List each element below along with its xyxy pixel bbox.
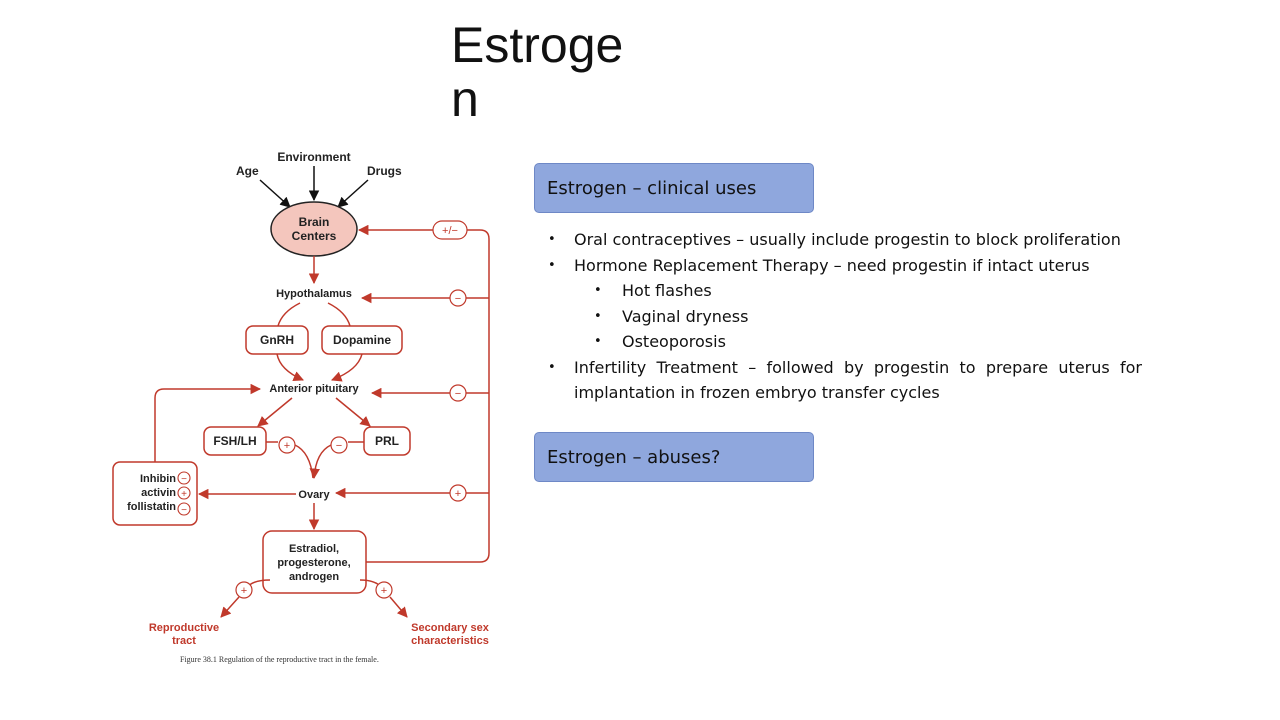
gnrh-to-pituitary-curve [276, 353, 304, 382]
reproductive-tract-label-1: Reproductive [149, 622, 219, 634]
fshlh-to-ovary-curve [294, 444, 314, 479]
fshlh-node [203, 426, 267, 456]
drugs-arrow [337, 179, 369, 208]
list-item: Hot flashes [548, 278, 1168, 304]
inhibin-minus-sign [177, 471, 191, 485]
slide-title: Estrogen [451, 17, 624, 127]
prl-minus-text: − [336, 440, 342, 452]
gnrh-label: GnRH [260, 333, 294, 347]
inhibin-to-pituitary-arrow [154, 383, 262, 462]
figure-caption: Figure 38.1 Regulation of the reproducti… [180, 655, 379, 664]
drugs-label: Drugs [367, 164, 402, 178]
hypothalamus-label: Hypothalamus [276, 288, 352, 300]
secondary-plus-text: + [381, 585, 387, 597]
brain-centers-label-1: Brain [299, 215, 330, 229]
androgen-label: androgen [289, 571, 339, 583]
inhibin-label: Inhibin [140, 473, 176, 485]
feedback-loop-line [366, 229, 490, 563]
fshlh-plus-text: + [284, 440, 290, 452]
list-item: Infertility Treatment – followed by prog… [548, 355, 1142, 406]
prl-to-ovary-curve [309, 444, 332, 480]
prl-node [363, 426, 411, 456]
brain-centers-label-2: Centers [292, 229, 337, 243]
follistatin-label: follistatin [127, 501, 176, 513]
ovary-label: Ovary [298, 489, 330, 501]
hypothalamus-minus-text: − [455, 293, 461, 305]
hypothalamus-to-gnrh-curve [277, 302, 301, 327]
brain-feedback-sign: +/− [442, 225, 458, 237]
prl-label: PRL [375, 434, 399, 448]
environment-label: Environment [277, 150, 350, 164]
list-item: Oral contraceptives – usually include pr… [548, 227, 1168, 253]
age-arrow [259, 179, 291, 208]
reproductive-regulation-diagram: Age Environment Drugs Brain Centers Hypo… [112, 150, 490, 664]
inhibin-minus-text: − [181, 474, 187, 485]
abuses-heading: Estrogen – abuses? [534, 432, 814, 482]
activin-plus-text: + [181, 489, 187, 500]
reproductive-plus-sign [235, 581, 253, 599]
list-item: Hormone Replacement Therapy – need proge… [548, 253, 1168, 279]
clinical-uses-heading: Estrogen – clinical uses [534, 163, 814, 213]
secondary-sex-label-1: Secondary sex [411, 622, 490, 634]
pituitary-minus-text: − [455, 388, 461, 400]
pituitary-to-prl-arrow [335, 397, 371, 427]
to-secondary-arrow [389, 596, 408, 618]
dopamine-label: Dopamine [333, 333, 391, 347]
to-reproductive-arrow [220, 596, 240, 618]
follistatin-minus-sign [177, 502, 191, 516]
activin-label: activin [141, 487, 176, 499]
fshlh-label: FSH/LH [213, 434, 256, 448]
age-label: Age [236, 164, 259, 178]
reproductive-tract-label-2: tract [172, 635, 196, 647]
list-item: Osteoporosis [548, 329, 1168, 355]
anterior-pituitary-label: Anterior pituitary [269, 383, 359, 395]
ovary-plus-text: + [455, 488, 461, 500]
estradiol-label: Estradiol, [289, 543, 339, 555]
progesterone-label: progesterone, [277, 557, 350, 569]
follistatin-minus-text: − [181, 505, 187, 516]
reproductive-plus-text: + [241, 585, 247, 597]
clinical-uses-list: Oral contraceptives – usually include pr… [548, 227, 1168, 406]
secondary-plus-sign [375, 581, 393, 599]
pituitary-to-fshlh-arrow [257, 397, 293, 427]
activin-plus-sign [177, 486, 191, 500]
list-item: Vaginal dryness [548, 304, 1168, 330]
dopamine-to-pituitary-curve [331, 353, 363, 382]
hypothalamus-to-dopamine-curve [327, 302, 351, 327]
secondary-sex-label-2: characteristics [411, 635, 489, 647]
